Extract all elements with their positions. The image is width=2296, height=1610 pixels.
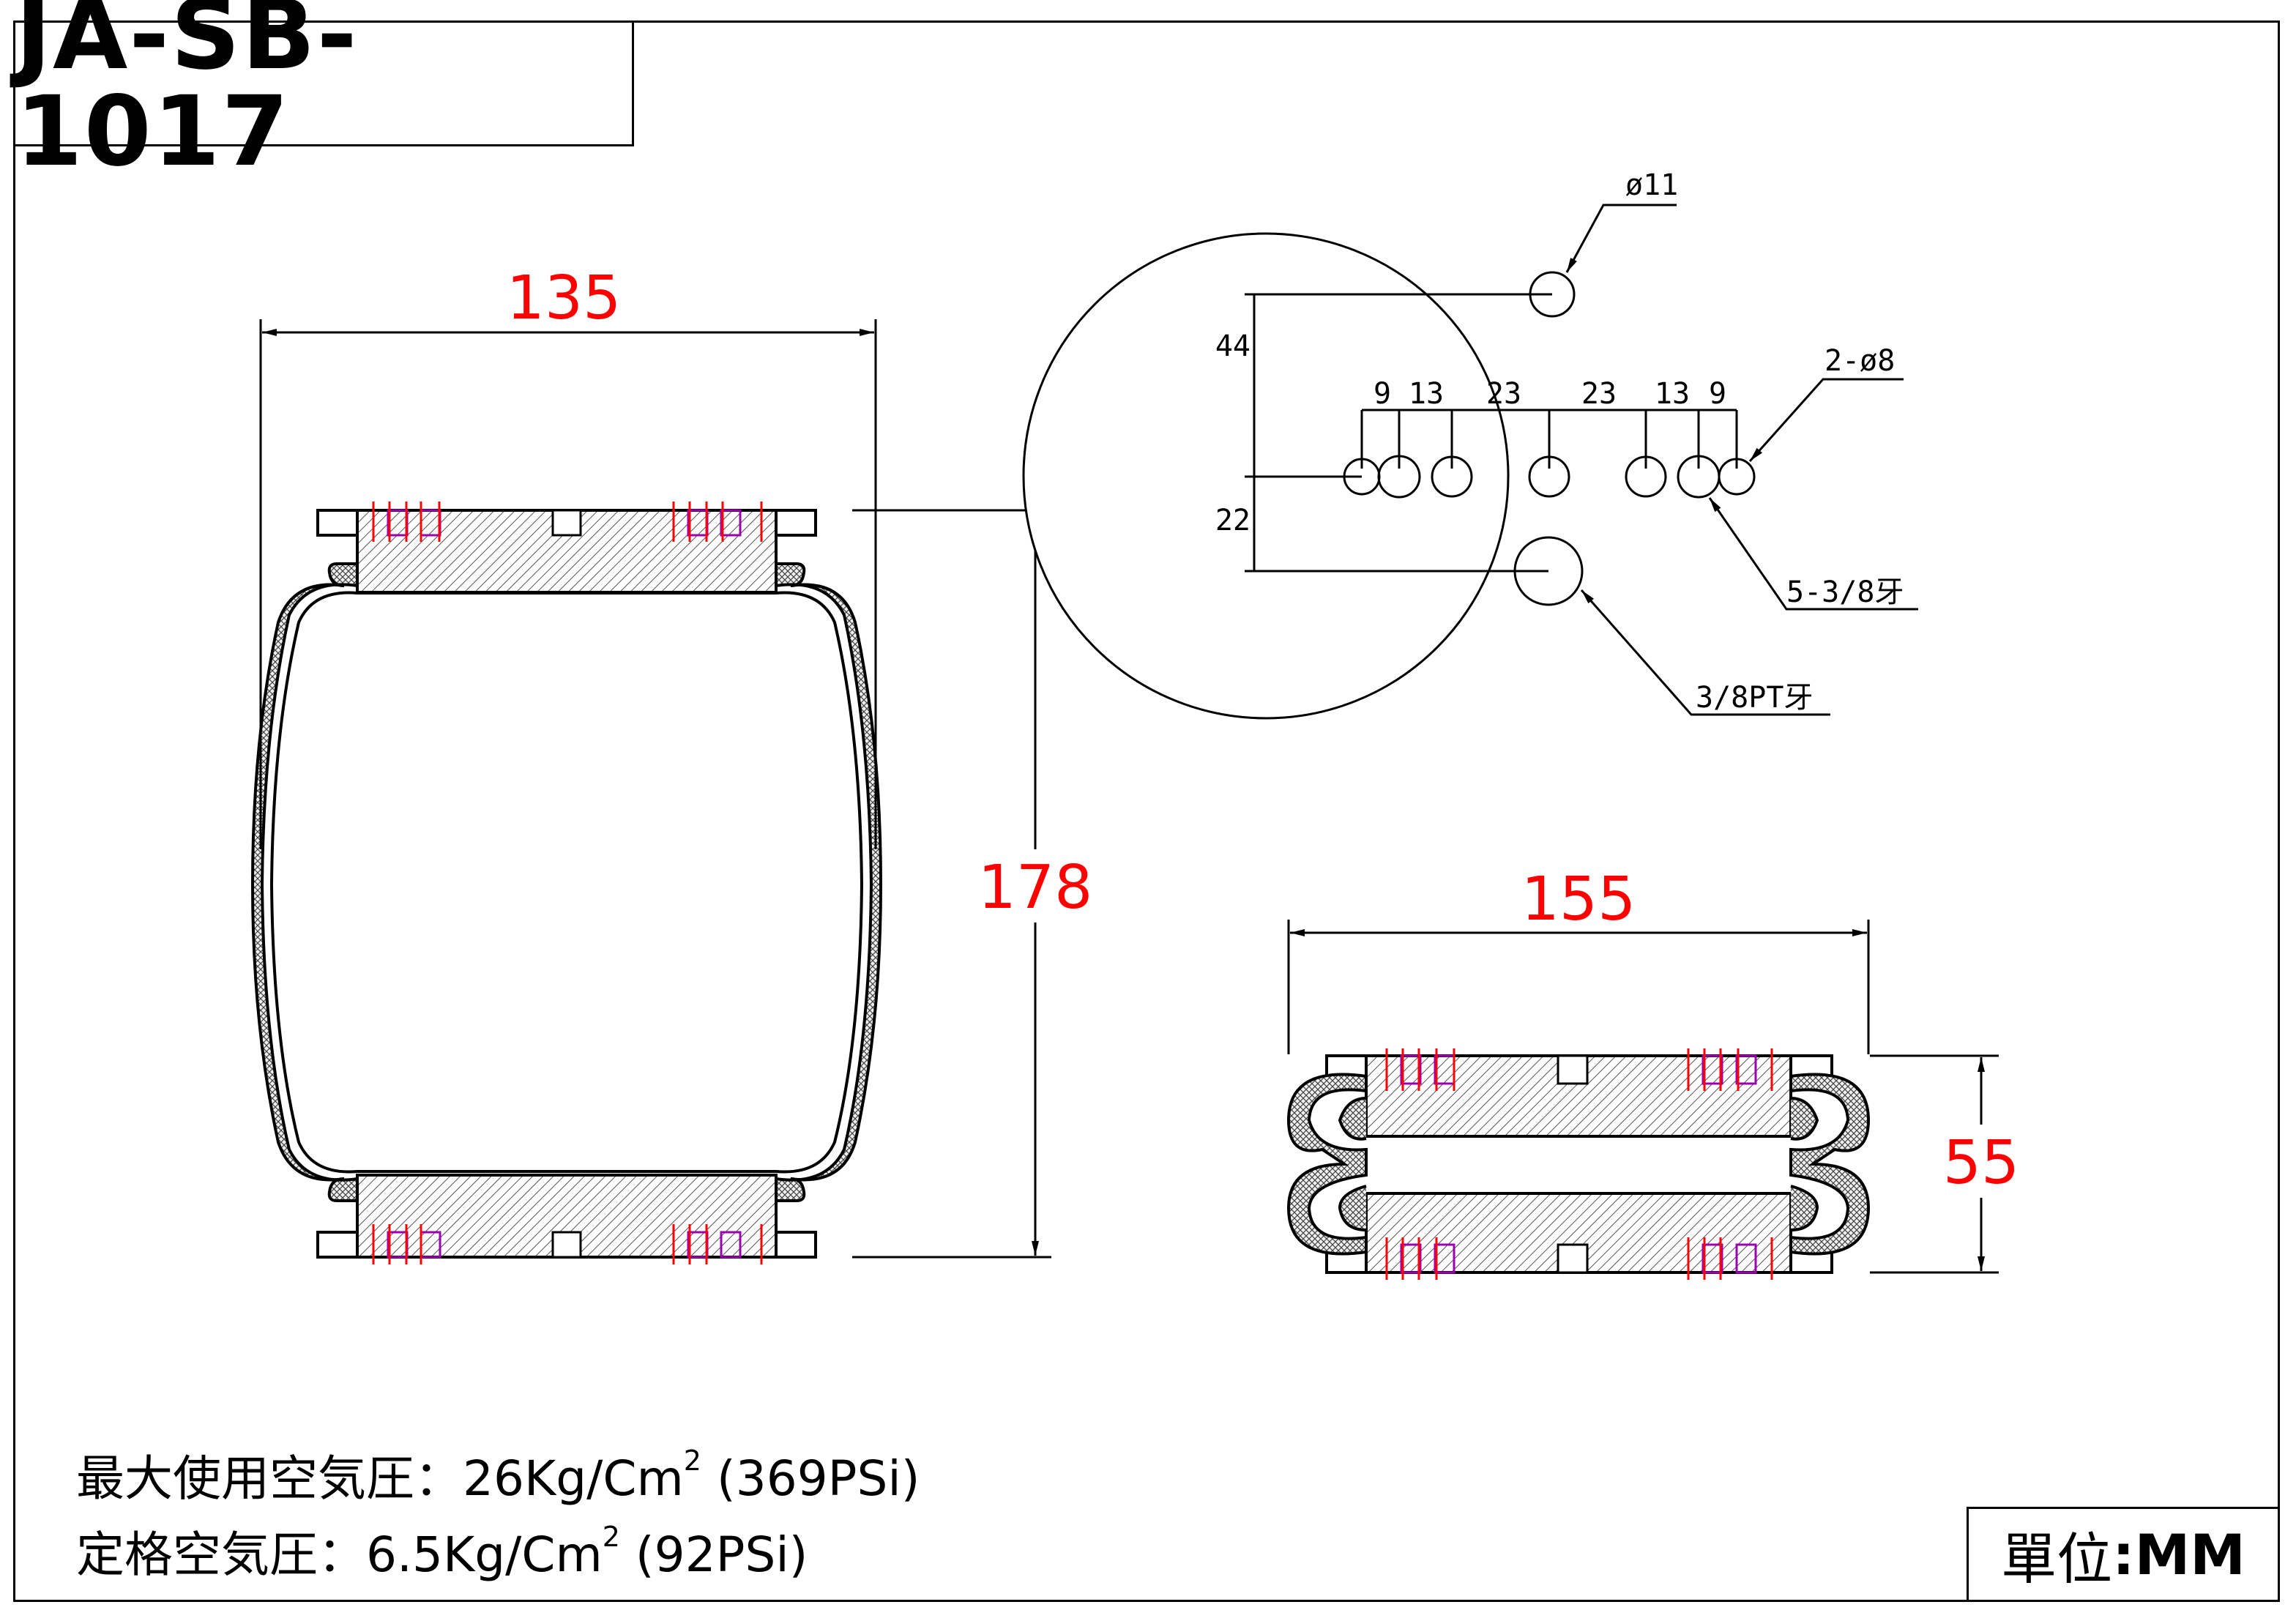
dimension-height-comp bbox=[1870, 1054, 1999, 1274]
top-view: 9 13 23 23 13 9 44 22 ø11 2-ø8 bbox=[1022, 168, 1918, 720]
part-number: JA-SB-1017 bbox=[15, 0, 359, 188]
hole-top-label: ø11 bbox=[1625, 168, 1678, 202]
spacing-1: 9 bbox=[1374, 377, 1391, 411]
unit-block: 單位:MM bbox=[1967, 1507, 2280, 1602]
dim-55: 55 bbox=[1943, 1128, 2019, 1198]
title-block: JA-SB-1017 bbox=[13, 0, 634, 180]
comp-bolts-bottom bbox=[1385, 1237, 1773, 1280]
dimension-height-side bbox=[852, 509, 1051, 1259]
fold-right bbox=[1789, 1073, 1871, 1256]
bellow-wall bbox=[250, 562, 359, 1202]
side-view: 135 178 bbox=[250, 264, 1093, 1264]
bolts-bottom bbox=[372, 1224, 763, 1264]
fold-left-inner bbox=[1338, 1097, 1367, 1231]
drawing-frame bbox=[13, 21, 2280, 1602]
spacing-5: 13 bbox=[1655, 377, 1690, 411]
bellow-cavity bbox=[269, 591, 864, 1174]
dimension-width-comp bbox=[1287, 920, 1870, 1054]
spec-rated-pressure-text: 定格空気圧：6.5Kg/Cm bbox=[76, 1527, 603, 1583]
fold-right-inner bbox=[1790, 1097, 1819, 1231]
spec-max-pressure-text: 最大使用空気圧：26Kg/Cm bbox=[76, 1450, 684, 1507]
dimension-width-side bbox=[259, 319, 877, 849]
dim-155: 155 bbox=[1521, 865, 1636, 934]
dim-178: 178 bbox=[978, 853, 1093, 923]
bellow-wall-right bbox=[775, 562, 883, 1202]
unit-label: 單位 bbox=[2001, 1527, 2113, 1592]
spec-max-pressure-sup: 2 bbox=[683, 1445, 701, 1477]
thread-small-label: 5-3/8牙 bbox=[1786, 575, 1904, 609]
spec-rated-pressure: 定格空気圧：6.5Kg/Cm2 (92PSi) bbox=[76, 1516, 808, 1586]
dim-44: 44 bbox=[1215, 329, 1250, 363]
spacing-3: 23 bbox=[1486, 377, 1521, 411]
bolts-top bbox=[372, 502, 763, 542]
dim-22: 22 bbox=[1215, 504, 1250, 537]
leaders bbox=[1565, 204, 1918, 716]
spec-max-pressure-psi: (369PSi) bbox=[701, 1450, 920, 1507]
spacing-2: 13 bbox=[1409, 377, 1444, 411]
vertical-dims bbox=[1245, 293, 1552, 573]
hole-pair-label: 2-ø8 bbox=[1824, 344, 1895, 378]
spec-rated-pressure-sup: 2 bbox=[602, 1521, 620, 1553]
spec-max-pressure: 最大使用空気圧：26Kg/Cm2 (369PSi) bbox=[76, 1439, 920, 1510]
compressed-view: 155 55 bbox=[1286, 865, 2019, 1280]
spacing-4: 23 bbox=[1581, 377, 1617, 411]
spacing-6: 9 bbox=[1709, 377, 1726, 411]
thread-port-label: 3/8PT牙 bbox=[1696, 681, 1813, 715]
dim-135: 135 bbox=[507, 264, 622, 333]
spec-rated-pressure-psi: (92PSi) bbox=[619, 1527, 808, 1583]
unit-value: :MM bbox=[2112, 1521, 2245, 1587]
spacing-lines bbox=[1360, 409, 1738, 469]
comp-bolts-top bbox=[1385, 1048, 1773, 1091]
fold-left bbox=[1286, 1073, 1368, 1256]
